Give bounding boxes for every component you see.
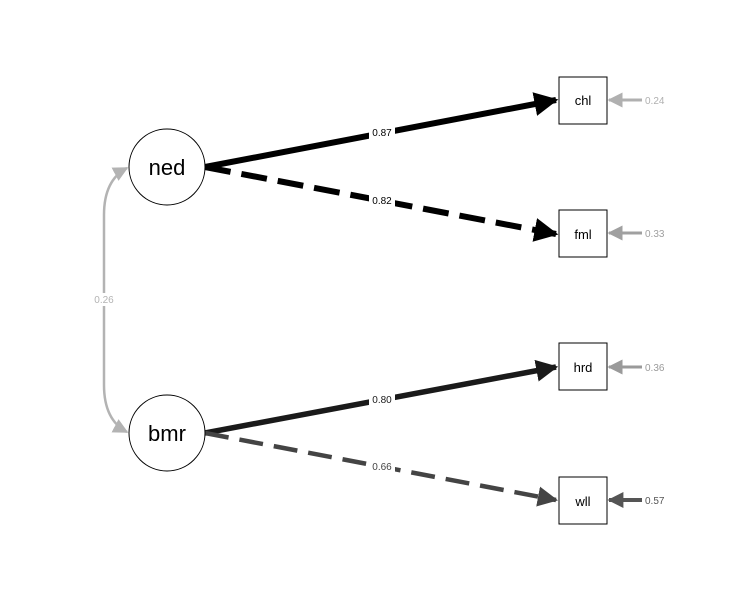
observed-node-hrd: hrd xyxy=(558,342,608,391)
latent-node-bmr: bmr xyxy=(128,394,206,472)
loading-label-bmr-wll: 0.66 xyxy=(372,462,392,473)
observed-box-wll xyxy=(558,476,608,525)
loading-label-bmr-hrd: 0.80 xyxy=(372,395,392,406)
loading-label-ned-fml: 0.82 xyxy=(372,196,392,207)
residual-label-hrd: 0.36 xyxy=(645,363,665,374)
observed-box-hrd xyxy=(558,342,608,391)
observed-node-wll: wll xyxy=(558,476,608,525)
covariance-label: 0.26 xyxy=(94,295,114,306)
residual-label-chl: 0.24 xyxy=(645,96,665,107)
loading-label-bg-bmr-hrd xyxy=(369,393,395,406)
observed-label-hrd: hrd xyxy=(574,360,593,375)
latent-label-ned: ned xyxy=(149,155,186,180)
latent-circle-bmr xyxy=(128,394,206,472)
loading-label-bg-ned-chl xyxy=(369,126,395,139)
loading-label-bg-ned-fml xyxy=(369,194,395,207)
observed-box-chl xyxy=(558,76,608,125)
observed-label-wll: wll xyxy=(574,494,590,509)
loading-line-ned-fml xyxy=(204,164,559,242)
loading-label-bg-bmr-wll xyxy=(369,460,395,473)
observed-box-fml xyxy=(558,209,608,258)
latent-node-ned: ned xyxy=(128,128,206,206)
observed-label-chl: chl xyxy=(575,93,592,108)
residual-label-wll: 0.57 xyxy=(645,496,665,507)
observed-node-chl: chl xyxy=(558,76,608,125)
observed-node-fml: fml xyxy=(558,209,608,258)
latent-label-bmr: bmr xyxy=(148,421,186,446)
covariance-label-bg xyxy=(91,293,117,306)
residual-label-fml: 0.33 xyxy=(645,229,665,240)
observed-label-fml: fml xyxy=(574,227,591,242)
latent-circle-ned xyxy=(128,128,206,206)
loading-label-ned-chl: 0.87 xyxy=(372,128,392,139)
